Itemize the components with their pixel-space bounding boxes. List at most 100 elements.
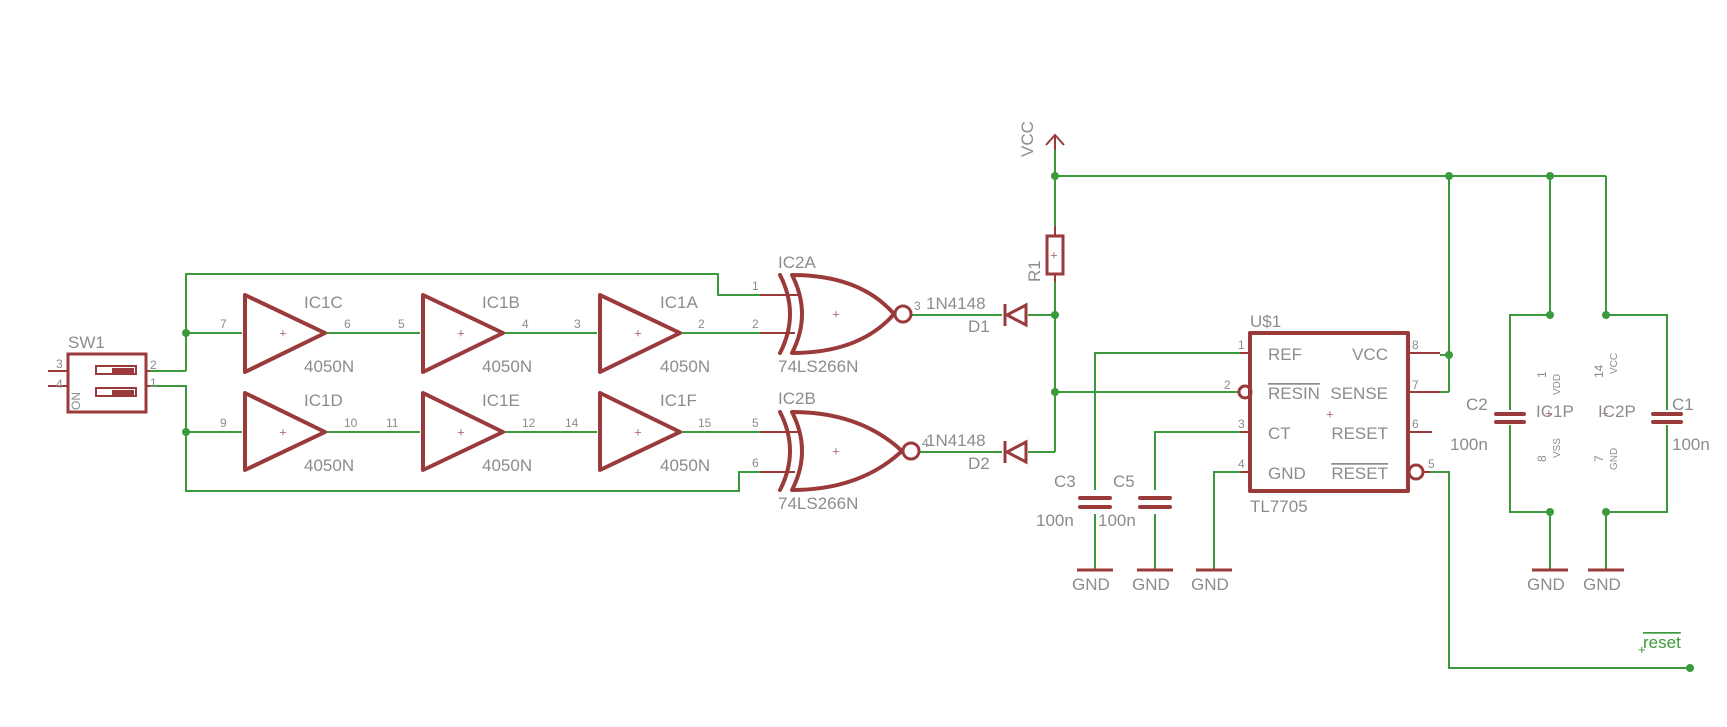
c2-value: 100n [1450, 435, 1488, 454]
buffer-ic1b[interactable]: + IC1B 4050N 5 4 [398, 293, 532, 376]
c3-value: 100n [1036, 511, 1074, 530]
gnd-label: GND [1583, 575, 1621, 594]
svg-text:+: + [1050, 249, 1058, 264]
junction-dot [1445, 172, 1453, 180]
capacitor-c5[interactable]: C5 100n [1098, 472, 1172, 530]
ic1f-value: 4050N [660, 456, 710, 475]
ic2a-pin-in1: 1 [752, 279, 759, 293]
u1-pin1-num: 1 [1238, 338, 1245, 352]
gnd-c5: GND [1132, 568, 1173, 594]
u1-pin2-label: RESIN [1268, 384, 1320, 403]
ic1p-name: IC1P [1536, 402, 1574, 421]
u1-pin7-label: SENSE [1330, 384, 1388, 403]
capacitor-c3[interactable]: C3 100n [1036, 472, 1112, 530]
ic1a-value: 4050N [660, 357, 710, 376]
u1-pin8-label: VCC [1352, 345, 1388, 364]
buffer-ic1f[interactable]: + IC1F 4050N 14 15 [565, 391, 712, 475]
ic-u1-tl7705[interactable]: + U$1 TL7705 1 2 3 4 REF RESIN CT GND 8 … [1224, 312, 1440, 516]
sw1-pin-4: 4 [56, 377, 63, 391]
gnd-label: GND [1527, 575, 1565, 594]
u1-pin1-label: REF [1268, 345, 1302, 364]
ic2a-pin-in2: 2 [752, 317, 759, 331]
ic1p-pin-top: 1 [1535, 371, 1549, 378]
junction-dot [1602, 311, 1610, 319]
ic2a-pin-out: 3 [914, 299, 921, 313]
c3-name: C3 [1054, 472, 1076, 491]
ic2b-pin-in1: 5 [752, 416, 759, 430]
ic1d-value: 4050N [304, 456, 354, 475]
svg-text:+: + [832, 445, 840, 460]
capacitor-c1[interactable]: C1 100n [1651, 395, 1710, 454]
junction-dot [182, 428, 190, 436]
ic2b-name: IC2B [778, 389, 816, 408]
ic1a-pin-out: 2 [698, 317, 705, 331]
junction-dot [1546, 508, 1554, 516]
junction-dot [1445, 351, 1453, 359]
ic1a-name: IC1A [660, 293, 698, 312]
gate-ic2a[interactable]: + IC2A 74LS266N 1 2 3 [752, 253, 921, 376]
switch-sw1[interactable]: SW1 ON 3 4 2 1 [48, 333, 157, 414]
u1-pin3-label: CT [1268, 424, 1291, 443]
ic1f-pin-in: 14 [565, 416, 579, 430]
c2-name: C2 [1466, 395, 1488, 414]
ic1f-pin-out: 15 [698, 416, 712, 430]
gate-ic2b[interactable]: + IC2B 74LS266N 5 6 4 [752, 389, 929, 513]
u1-pin2-num: 2 [1224, 378, 1231, 392]
buffer-ic1a[interactable]: + IC1A 4050N 3 2 [574, 293, 710, 376]
u1-pin6-label: RESET [1331, 424, 1388, 443]
d2-value: 1N4148 [926, 431, 986, 450]
junction-dot [1051, 172, 1059, 180]
ic1f-name: IC1F [660, 391, 697, 410]
gnd-label: GND [1132, 575, 1170, 594]
ic2a-name: IC2A [778, 253, 816, 272]
c1-name: C1 [1672, 395, 1694, 414]
reset-label: reset [1643, 633, 1681, 652]
ic1d-name: IC1D [304, 391, 343, 410]
capacitor-c2[interactable]: C2 100n [1450, 395, 1526, 454]
ic2p-pin-top: 14 [1592, 364, 1606, 378]
ic1c-value: 4050N [304, 357, 354, 376]
u1-name: U$1 [1250, 312, 1281, 331]
d1-value: 1N4148 [926, 294, 986, 313]
resistor-r1[interactable]: + R1 [1025, 226, 1065, 282]
power-ic1p[interactable]: + IC1P 1 VDD 8 VSS [1535, 371, 1574, 462]
u1-pin4-label: GND [1268, 464, 1306, 483]
buffer-ic1d[interactable]: + IC1D 4050N 9 10 [220, 391, 358, 475]
power-ic2p[interactable]: + IC2P 14 VCC 7 GND [1592, 353, 1636, 470]
ic1p-lbl-top: VDD [1552, 374, 1563, 395]
svg-text:+: + [457, 426, 465, 441]
junction-dot [1686, 664, 1694, 672]
sw1-pin-2: 2 [150, 358, 157, 372]
d1-name: D1 [968, 317, 990, 336]
c1-value: 100n [1672, 435, 1710, 454]
ic2b-pin-out: 4 [922, 436, 929, 450]
ic2a-value: 74LS266N [778, 357, 858, 376]
buffer-ic1c[interactable]: + IC1C 4050N 7 6 [220, 293, 354, 376]
gnd-ic1p: GND [1527, 568, 1568, 594]
svg-text:+: + [1601, 407, 1609, 422]
u1-pin3-num: 3 [1238, 417, 1245, 431]
gnd-label: GND [1191, 575, 1229, 594]
gnd-ic2p: GND [1583, 568, 1624, 594]
junctions [182, 172, 1694, 672]
ic1c-pin-in: 7 [220, 317, 227, 331]
svg-text:+: + [279, 327, 287, 342]
junction-dot [1546, 311, 1554, 319]
junction-dot [1051, 388, 1059, 396]
vcc-symbol: VCC [1018, 121, 1065, 157]
sw1-pin-3: 3 [56, 357, 63, 371]
sw1-pin-1: 1 [150, 376, 157, 390]
ic1b-pin-out: 4 [522, 317, 529, 331]
u1-pin5-num: 5 [1428, 457, 1435, 471]
ic1b-value: 4050N [482, 357, 532, 376]
u1-pin6-num: 6 [1412, 417, 1419, 431]
junction-dot [1546, 172, 1554, 180]
junction-dot [1051, 311, 1059, 319]
diode-d1[interactable]: 1N4148 D1 [926, 294, 1028, 336]
buffer-ic1e[interactable]: + IC1E 4050N 11 12 [386, 391, 536, 475]
diode-d2[interactable]: 1N4148 D2 [926, 431, 1028, 473]
u1-pin8-num: 8 [1412, 338, 1419, 352]
svg-text:+: + [279, 426, 287, 441]
gnd-c3: GND [1072, 568, 1113, 594]
